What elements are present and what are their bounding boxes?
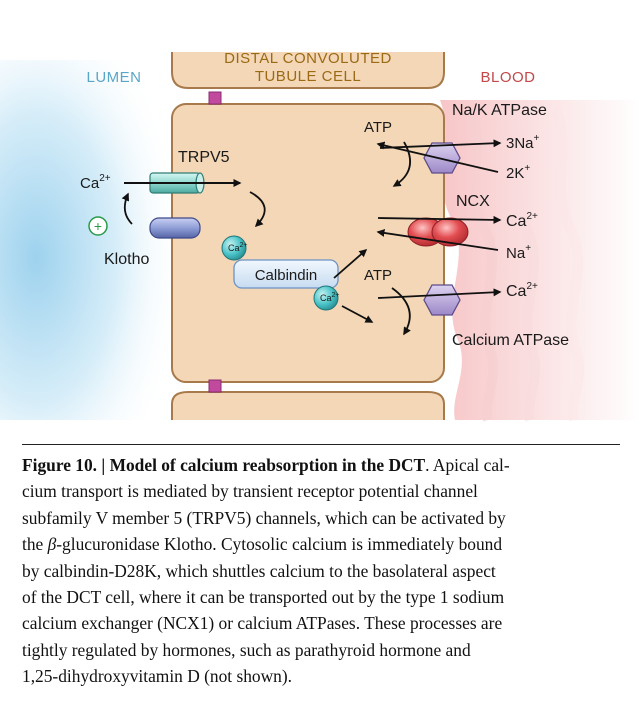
calbindin-to-ncx-arrow <box>333 249 368 279</box>
neighbor-cell-top <box>171 52 445 89</box>
atp-bottom-label: ATP <box>364 267 392 284</box>
cell-label-line2: TUBULE CELL <box>255 68 361 85</box>
ca-out-ncx-arrow <box>377 215 502 224</box>
caption-line-4: the β-glucuronidase Klotho. Cytosolic ca… <box>22 534 503 555</box>
nak-atpase-label: Na/K ATPase <box>452 102 547 119</box>
caption-line-6: of the DCT cell, where it can be transpo… <box>22 587 505 608</box>
blood-label: BLOOD <box>480 69 535 86</box>
ncx-label: NCX <box>456 193 490 210</box>
klotho-protein <box>149 217 201 239</box>
caption-line-2: cium transport is mediated by transient … <box>22 481 478 502</box>
figure-number: Figure 10. <box>22 455 98 475</box>
ca-to-calbindin-arrow <box>249 191 266 228</box>
caption-rule <box>22 444 620 445</box>
ncx-exchanger <box>407 217 469 247</box>
dct-cell <box>171 103 445 383</box>
calcium-atpase-label: Calcium ATPase <box>452 332 569 349</box>
tight-junction-top <box>208 91 222 105</box>
ca-ncx-label: Ca2+ <box>506 211 538 230</box>
ca-bead-top-icon <box>221 235 247 261</box>
lumen-region <box>0 60 200 420</box>
caption-title: Model of calcium reabsorption in the DCT <box>109 455 426 475</box>
caption-separator: | <box>97 455 110 475</box>
na-ncx-label: Na+ <box>506 243 531 262</box>
na-out-arrow <box>379 139 502 149</box>
k2-label: 2K+ <box>506 163 530 182</box>
ca-bead-bottom-label: Ca2+ <box>320 292 340 303</box>
caption-line-1: Figure 10. | Model of calcium reabsorpti… <box>22 455 510 475</box>
figure-diagram: LUMEN DISTAL CONVOLUTED TUBULE CELL BLOO… <box>0 50 640 422</box>
blood-region <box>440 100 640 422</box>
lumen-label: LUMEN <box>86 69 141 86</box>
calbindin-label: Calbindin <box>255 267 318 284</box>
ca-bead-bottom-icon <box>313 285 339 311</box>
cell-label-line1: DISTAL CONVOLUTED <box>224 50 392 67</box>
atp-top-label: ATP <box>364 119 392 136</box>
na-in-ncx-arrow <box>376 229 499 251</box>
caption-line-8: tightly regulated by hormones, such as p… <box>22 639 471 660</box>
ca-lumen-label: Ca2+ <box>80 173 111 192</box>
activation-plus-icon <box>88 216 108 236</box>
caption-line-5: by calbindin-D28K, which shuttles calciu… <box>22 560 496 581</box>
trpv5-label: TRPV5 <box>178 149 230 166</box>
caption-line-7: calcium exchanger (NCX1) or calcium ATPa… <box>22 613 503 634</box>
k-in-arrow <box>376 141 499 173</box>
activation-plus-label: + <box>94 218 102 234</box>
caption-line-3: subfamily V member 5 (TRPV5) channels, w… <box>22 507 506 528</box>
tight-junction-bottom <box>208 379 222 393</box>
na3-label: 3Na+ <box>506 133 540 152</box>
calbindin-to-pump-arrow <box>341 305 374 323</box>
ca-bead-top-label: Ca2+ <box>228 242 248 253</box>
atp-top-arc <box>392 141 411 187</box>
ca-out-pump-arrow <box>377 288 502 299</box>
klotho-label: Klotho <box>104 251 149 268</box>
neighbor-cell-bottom <box>171 391 445 420</box>
caption-line-9: 1,25-dihydroxyvitamin D (not shown). <box>22 666 293 687</box>
ca-pump-label: Ca2+ <box>506 281 538 300</box>
atp-bottom-arc <box>391 287 411 336</box>
nak-atpase-pump <box>423 142 461 174</box>
klotho-activation-arrow <box>121 192 133 225</box>
calcium-atpase-pump <box>423 284 461 316</box>
figure-caption: Figure 10. | Model of calcium reabsorpti… <box>22 452 620 690</box>
